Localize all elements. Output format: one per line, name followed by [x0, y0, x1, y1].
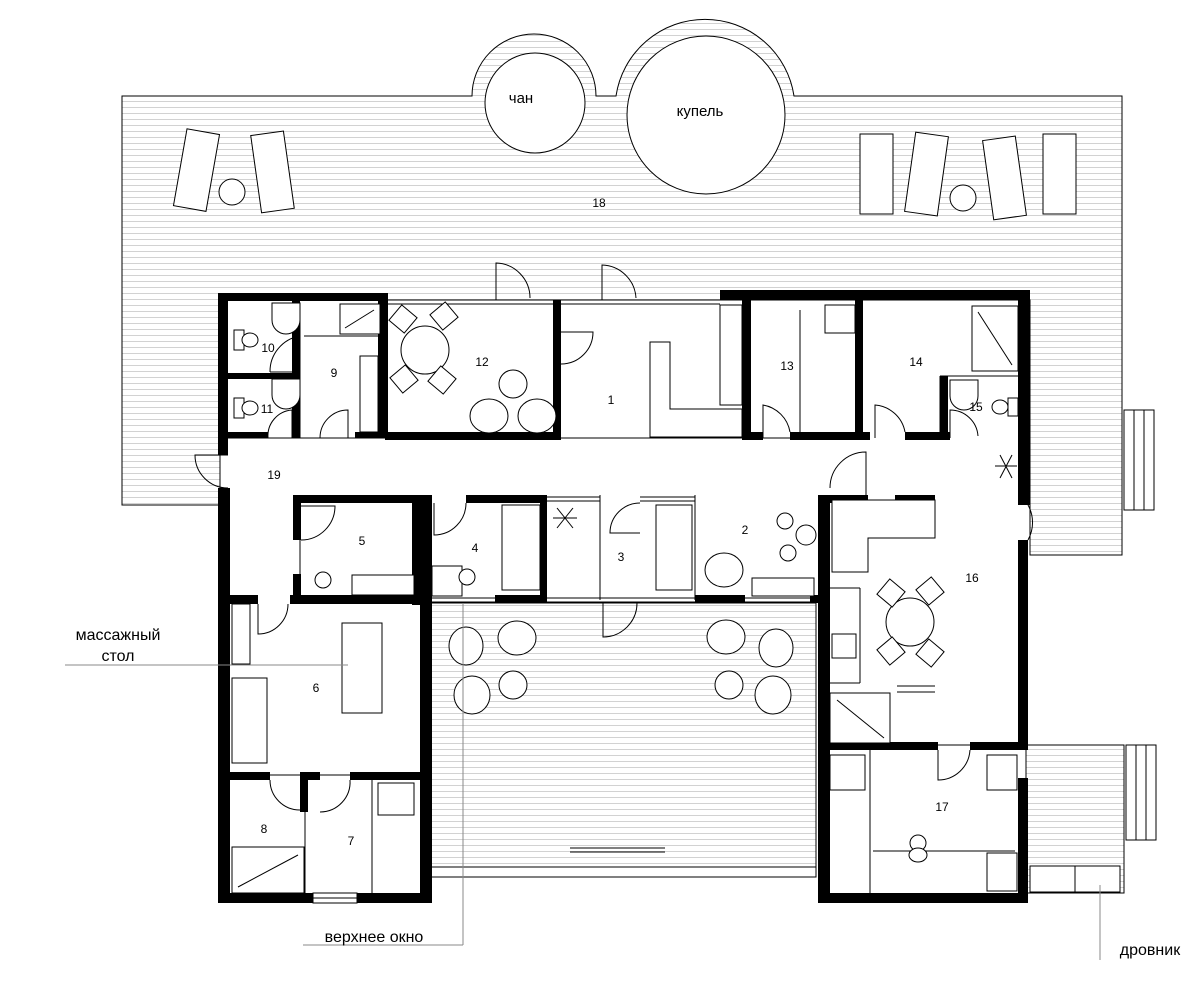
room-9-label: 9	[331, 366, 338, 380]
feature-labels: чан купель	[509, 90, 724, 120]
person-icon	[908, 834, 928, 863]
room-8-label: 8	[261, 822, 268, 836]
lounger	[250, 130, 295, 214]
sink	[831, 633, 857, 659]
doors	[194, 262, 1034, 813]
fan-icon	[553, 507, 577, 529]
vat-label: чан	[509, 90, 533, 107]
room-1-label: 1	[608, 393, 615, 407]
toilet	[1007, 397, 1019, 417]
room-16-label: 16	[965, 571, 979, 585]
sink	[949, 379, 979, 411]
side-table	[949, 184, 977, 212]
room-6-label: 6	[313, 681, 320, 695]
sink	[271, 378, 301, 410]
walls	[218, 290, 1030, 903]
room-labels: 1 2 3 4 5 6 7 8 9 10 11 12 13 14 15 16 1…	[261, 196, 983, 848]
lounger	[859, 133, 894, 215]
lounger	[172, 128, 221, 212]
room-14-label: 14	[909, 355, 923, 369]
lounger	[904, 131, 949, 217]
shower	[339, 303, 381, 335]
massage-table-callout-line2: стол	[101, 648, 134, 665]
room-3-label: 3	[618, 550, 625, 564]
room-15-label: 15	[969, 400, 983, 414]
vat	[484, 52, 586, 154]
room-5-label: 5	[359, 534, 366, 548]
shower	[231, 846, 305, 894]
lounger	[1042, 133, 1077, 215]
top-window-callout: верхнее окно	[325, 929, 424, 946]
side-table	[218, 178, 246, 206]
room-12-label: 12	[475, 355, 489, 369]
massage-table	[341, 622, 383, 714]
terrace-deck	[121, 18, 1155, 556]
room-2-label: 2	[742, 523, 749, 537]
side-deck	[1025, 744, 1157, 894]
plunge-pool	[626, 35, 786, 195]
plunge-pool-label: купель	[677, 103, 724, 120]
woodshed-callout: дровник	[1120, 942, 1181, 959]
stairs	[1125, 744, 1157, 841]
fan-icon	[995, 454, 1017, 479]
room-13-label: 13	[780, 359, 794, 373]
callout-labels: массажный стол верхнее окно дровник	[76, 627, 1182, 959]
massage-table-callout-line1: массажный	[76, 627, 161, 644]
room-18-label: 18	[592, 196, 606, 210]
courtyard-deck	[429, 602, 817, 878]
furniture	[231, 301, 1019, 904]
sink	[271, 302, 301, 335]
lounger	[982, 135, 1027, 221]
room-4-label: 4	[472, 541, 479, 555]
room-19-label: 19	[267, 468, 281, 482]
room-10-label: 10	[261, 341, 275, 355]
stairs	[1123, 409, 1155, 511]
leader-lines	[65, 603, 1101, 960]
room-7-label: 7	[348, 834, 355, 848]
room-11-label: 11	[261, 402, 274, 416]
room-17-label: 17	[935, 800, 949, 814]
